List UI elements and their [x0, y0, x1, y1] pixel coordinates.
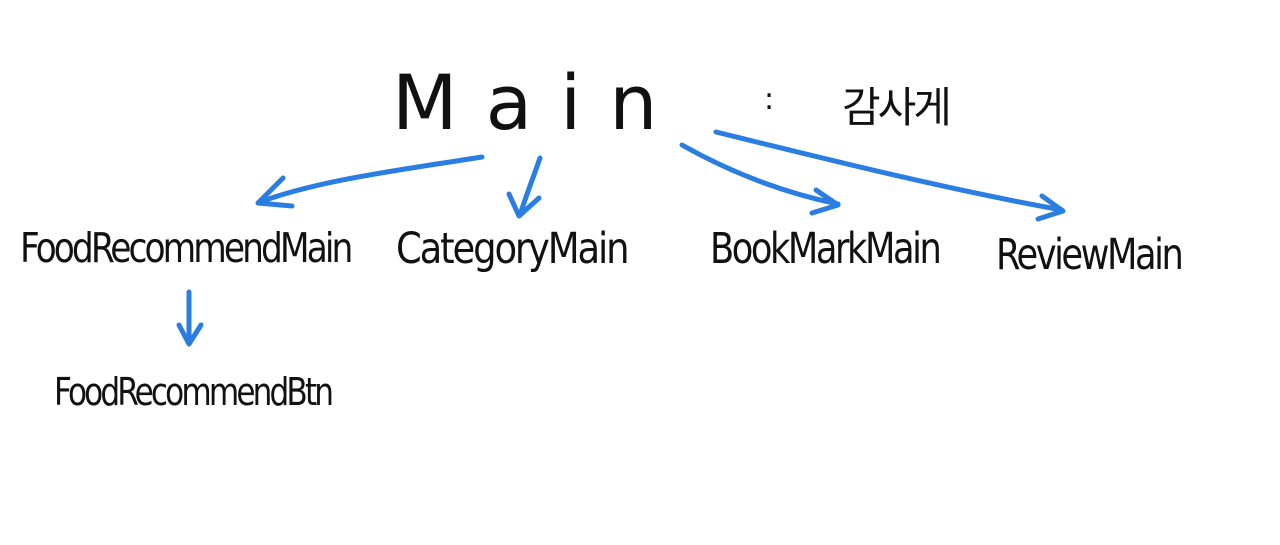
arrow-head [255, 175, 295, 209]
arrow-head [506, 191, 542, 219]
arrow-shaft [679, 142, 841, 207]
arrow-main-to-food-recommend-main [255, 154, 485, 209]
arrow-head [809, 187, 841, 216]
arrow-shaft [257, 154, 485, 205]
arrow-shaft [517, 155, 543, 218]
arrow-head [176, 322, 204, 347]
node-food-recommend-main: FoodRecommendMain [20, 224, 353, 272]
arrow-food-recommend-main-to-btn [176, 289, 204, 347]
arrow-head [1035, 193, 1066, 222]
root-node-main: Main [392, 58, 686, 147]
node-category-main: CategoryMain [396, 224, 630, 274]
node-review-main: ReviewMain [996, 230, 1184, 280]
arrow-main-to-bookmark-main [679, 142, 841, 216]
arrow-main-to-category-main [506, 155, 543, 219]
node-food-recommend-btn: FoodRecommendBtn [54, 370, 334, 414]
arrow-main-to-review-main [713, 129, 1066, 222]
root-note-text: 감사게 [842, 83, 952, 132]
root-note-separator: : [764, 82, 774, 117]
node-bookmark-main: BookMarkMain [710, 224, 942, 274]
arrow-shaft [713, 129, 1065, 213]
